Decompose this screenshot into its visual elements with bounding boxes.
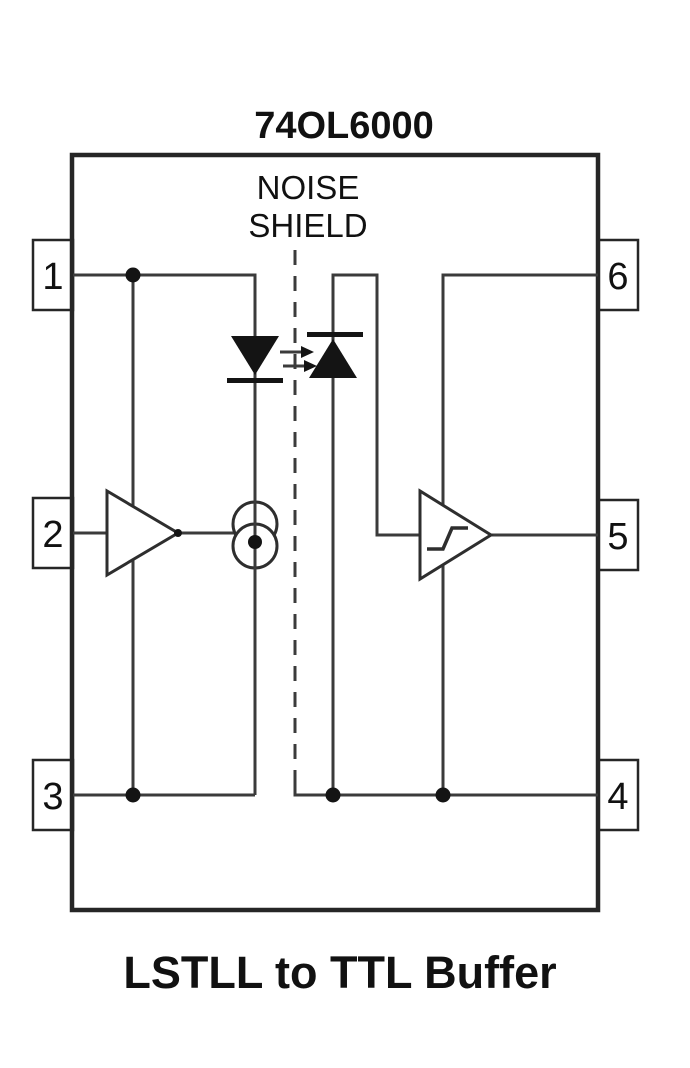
led-cathode-bar <box>227 378 283 383</box>
schmitt-trigger-buffer <box>418 488 494 582</box>
pin-box-1 <box>31 238 75 312</box>
pin-box-2 <box>31 496 75 570</box>
wire-photodiode-bridge <box>331 273 420 537</box>
current-source-dot <box>248 535 262 549</box>
photodetector-diode <box>307 332 363 378</box>
pin-number-4: 4 <box>607 776 628 818</box>
junction-dot <box>125 267 141 283</box>
junction-dots <box>125 267 451 803</box>
noise-shield-label-line2: SHIELD <box>248 207 367 244</box>
noise-shield-label-line1: NOISE <box>257 169 360 206</box>
input-buffer-triangle <box>105 488 181 578</box>
led-triangle <box>231 336 279 375</box>
package-outline <box>69 152 601 913</box>
pin-number-2: 2 <box>42 514 63 556</box>
photodiode-cathode-bar <box>307 332 363 337</box>
light-arrow-bottom-head <box>304 360 317 372</box>
photodiode-triangle <box>309 339 357 378</box>
pin-box-5 <box>596 498 640 572</box>
wire-pin6 <box>441 273 598 795</box>
junction-dot <box>325 787 341 803</box>
pin-number-5: 5 <box>607 516 628 558</box>
input-buffer <box>105 488 182 578</box>
chip-title: 74OL6000 <box>254 105 434 147</box>
pin-box-6 <box>596 238 640 312</box>
diagram-caption: LSTLL to TTL Buffer <box>123 947 556 998</box>
hysteresis-icon <box>427 526 468 551</box>
led-emitter-diode <box>227 336 283 383</box>
input-buffer-apex-dot <box>174 529 182 537</box>
pin-box-3 <box>31 758 75 832</box>
wire-pin4-ground-rail <box>293 776 598 797</box>
light-arrow-top-head <box>301 346 314 358</box>
wire-pin1 <box>73 273 257 340</box>
pin-number-1: 1 <box>42 256 63 298</box>
pin-number-3: 3 <box>42 776 63 818</box>
pin-number-6: 6 <box>607 256 628 298</box>
junction-dot <box>125 787 141 803</box>
pin-boxes <box>31 238 640 832</box>
schmitt-triangle <box>418 488 494 582</box>
junction-dot <box>435 787 451 803</box>
light-transmission-arrows <box>280 346 317 372</box>
